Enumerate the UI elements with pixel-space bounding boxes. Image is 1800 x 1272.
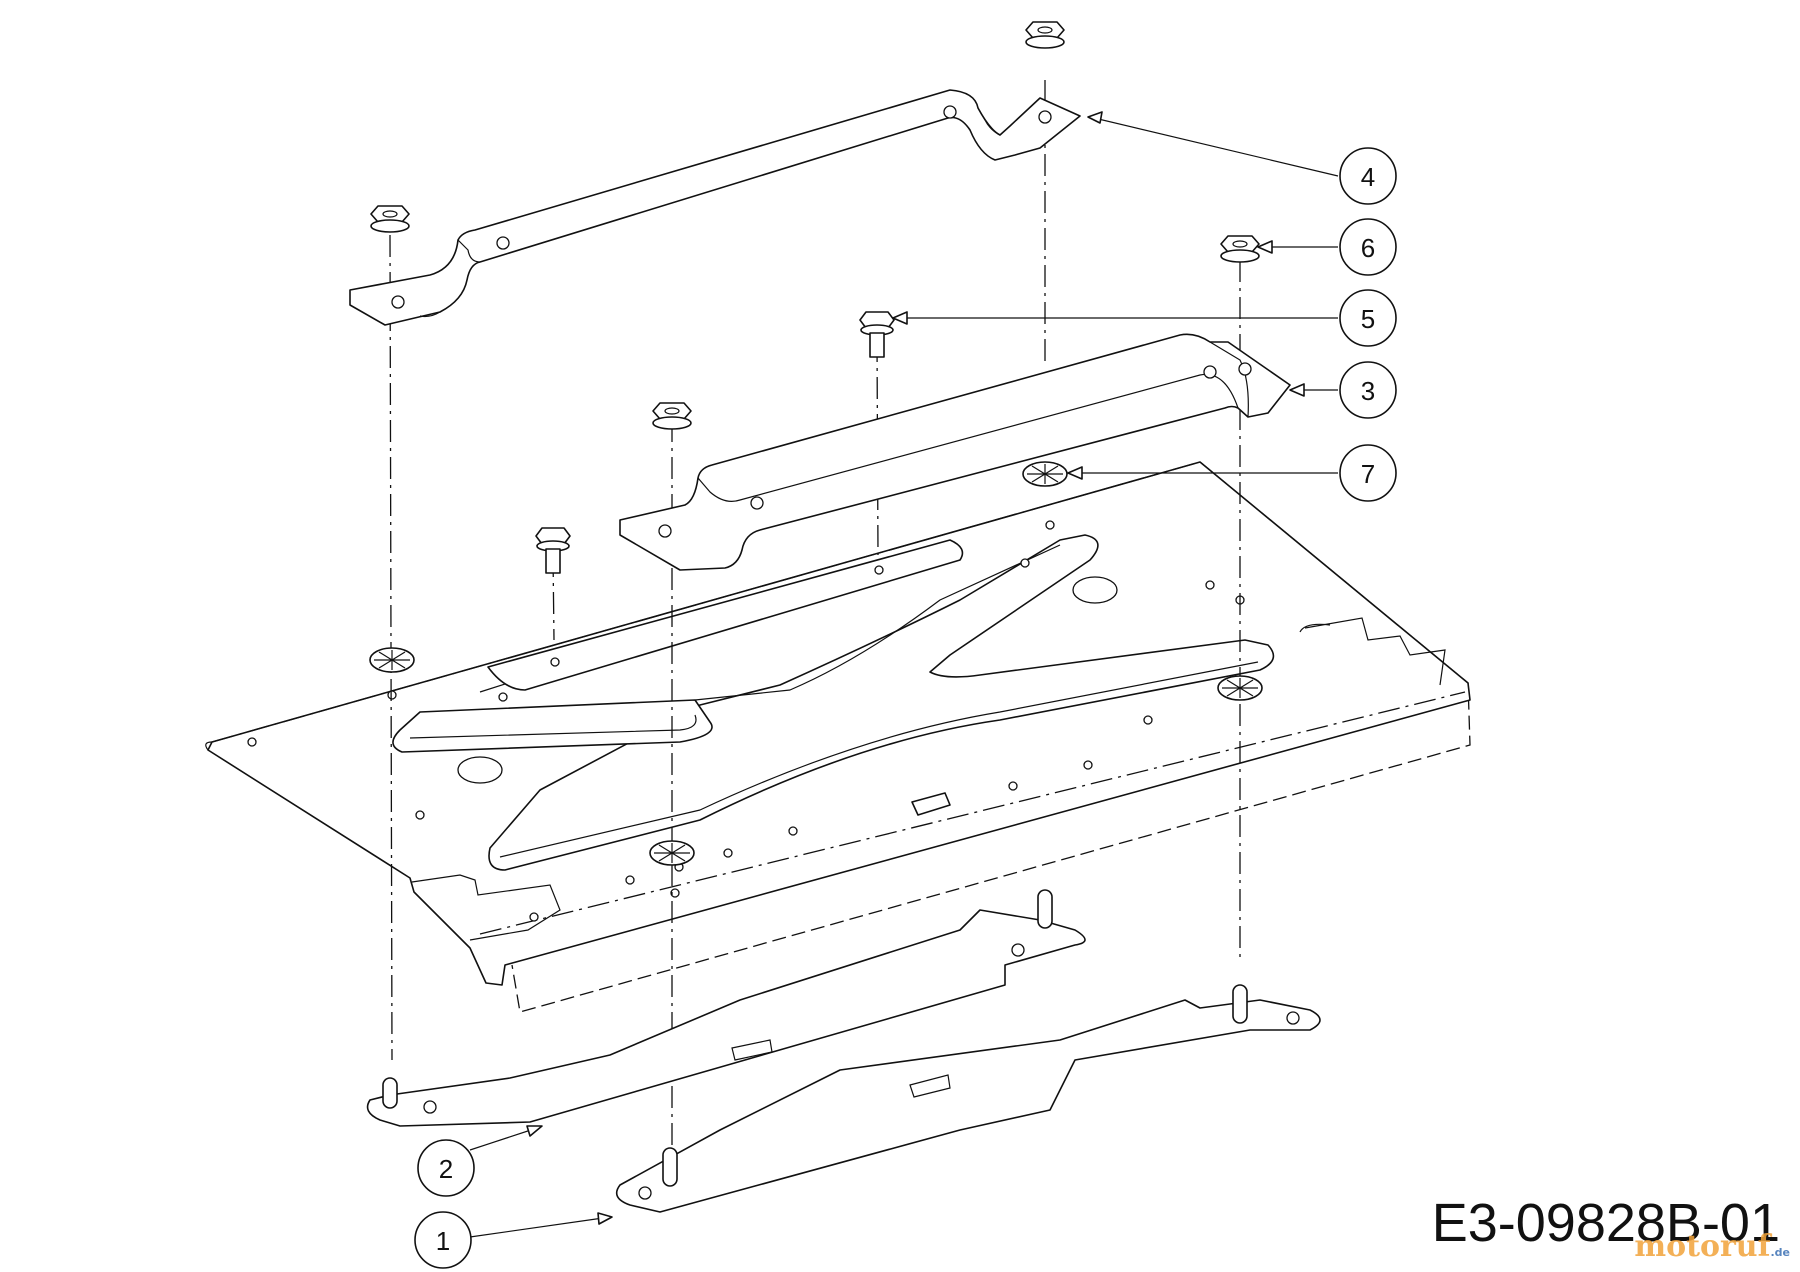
callout-4-label: 4 xyxy=(1361,162,1375,192)
floor-plate xyxy=(205,461,1471,1013)
flange-nut-icon xyxy=(652,402,692,430)
callout-6-label: 6 xyxy=(1361,233,1375,263)
callout-3-label: 3 xyxy=(1361,376,1375,406)
callout-7-label: 7 xyxy=(1361,459,1375,489)
flange-nuts xyxy=(370,21,1260,430)
grommet-icon xyxy=(649,840,695,866)
callout-4: 4 xyxy=(1339,147,1397,205)
callout-1: 1 xyxy=(414,1211,472,1269)
watermark-logo: motoruf.de xyxy=(1634,1229,1790,1264)
upper-bracket-part-4 xyxy=(349,89,1081,326)
callout-2-label: 2 xyxy=(439,1154,453,1184)
leader-lines xyxy=(469,111,1339,1238)
flange-nut-icon xyxy=(1220,235,1260,263)
callout-5: 5 xyxy=(1339,289,1397,347)
callout-3: 3 xyxy=(1339,361,1397,419)
lower-rail-part-1 xyxy=(615,984,1321,1213)
flange-nut-icon xyxy=(1025,21,1065,49)
callout-7: 7 xyxy=(1339,444,1397,502)
watermark-brand: motoruf xyxy=(1634,1229,1771,1264)
callout-5-label: 5 xyxy=(1361,304,1375,334)
callout-6: 6 xyxy=(1339,218,1397,276)
flange-bolt-icon xyxy=(535,527,571,574)
callout-1-label: 1 xyxy=(436,1226,450,1256)
bolts xyxy=(535,311,895,574)
watermark-tld: .de xyxy=(1770,1246,1790,1259)
grommet-icon xyxy=(369,647,415,673)
flange-nut-icon xyxy=(370,205,410,233)
callout-2: 2 xyxy=(417,1139,475,1197)
flange-bolt-icon xyxy=(859,311,895,358)
grommet-icon xyxy=(1217,675,1263,701)
drawing-code: E3-09828B-01 xyxy=(1431,1193,1780,1253)
grommets xyxy=(369,461,1263,866)
grommet-icon xyxy=(1022,461,1068,487)
middle-bracket-part-3 xyxy=(619,333,1291,571)
lower-rail-part-2 xyxy=(366,889,1086,1127)
